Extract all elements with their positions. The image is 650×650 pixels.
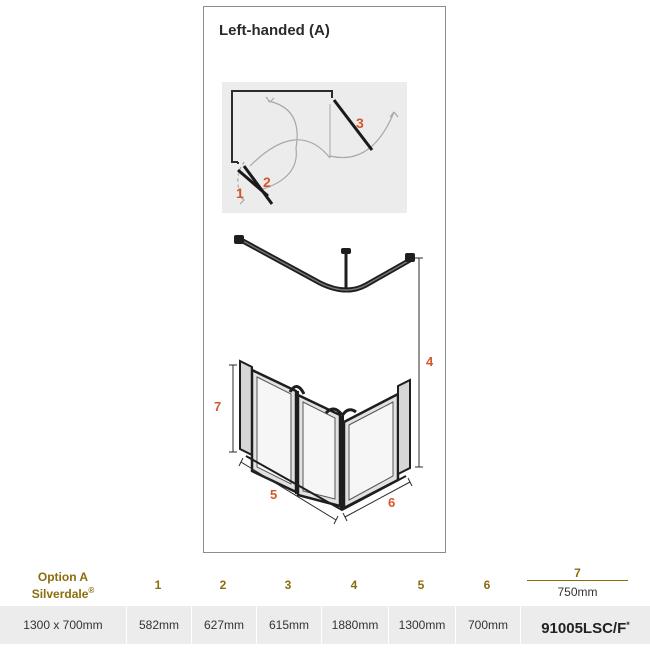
door-panel-c-glass (348, 401, 394, 501)
cell-3: 615mm (256, 606, 321, 644)
rail-end-left (234, 235, 244, 244)
option-line2: Silverdale (31, 587, 89, 601)
left-wall-post (239, 359, 253, 457)
arrow-head-3 (389, 111, 399, 118)
plan-label-2: 2 (263, 174, 271, 190)
header-7-subvalue: 750mm (557, 585, 598, 599)
door-panel-b-glass (302, 401, 336, 500)
swing-arc-2b (267, 100, 298, 149)
door-swing-plan: 1 2 3 (231, 90, 399, 205)
half-height-doors: 7 5 6 (214, 359, 413, 525)
arrow-head-1 (265, 96, 275, 103)
dim-label-7: 7 (214, 399, 221, 414)
swing-arc-2c (259, 147, 297, 191)
header-7: 7 (574, 566, 581, 580)
hinge-cap-1 (288, 385, 306, 395)
swing-arc-1 (237, 159, 247, 200)
spec-table: Option A Silverdale® 1 2 3 4 5 6 7 750mm… (0, 566, 650, 650)
shower-diagram: 1 2 3 4 (214, 90, 434, 525)
arrow-head-0 (239, 195, 245, 205)
cell-5: 1300mm (388, 606, 455, 644)
right-wall-post (397, 378, 411, 476)
table-row (0, 606, 650, 644)
rail-tube (238, 237, 413, 293)
door-swing-plan-background (222, 82, 407, 213)
tray-outline (231, 90, 333, 163)
cell-1: 582mm (126, 606, 191, 644)
header-5: 5 (417, 578, 425, 592)
registered-mark: ® (88, 586, 95, 595)
dim-label-5: 5 (270, 487, 277, 502)
header-7-divider (527, 580, 628, 581)
rail-end-right (405, 253, 415, 262)
door-leaf-3 (332, 99, 374, 151)
hinge-cap-2 (324, 407, 344, 416)
door-leaf-2 (242, 165, 274, 205)
hinge-cap-3 (340, 408, 357, 417)
rail-ceiling-plate (341, 248, 351, 254)
plan-label-1: 1 (236, 185, 244, 201)
tray-base (245, 455, 407, 512)
header-4: 4 (350, 578, 358, 592)
option-title: Option A Silverdale® (18, 570, 108, 601)
cell-2: 627mm (191, 606, 256, 644)
product-code: 91005LSC/F (541, 620, 627, 637)
header-1: 1 (154, 578, 162, 592)
cell-4: 1880mm (321, 606, 388, 644)
header-6: 6 (483, 578, 491, 592)
door-panel-a-glass (256, 376, 292, 485)
cell-product-code: 91005LSC/F* (520, 606, 650, 644)
option-line1: Option A (37, 570, 89, 584)
plan-label-3: 3 (356, 115, 364, 131)
header-2: 2 (219, 578, 227, 592)
rail-highlight (240, 239, 411, 291)
dim-label-6: 6 (388, 495, 395, 510)
dim-line-5 (240, 461, 337, 521)
cell-6: 700mm (455, 606, 520, 644)
dim-line-6 (344, 481, 411, 518)
cell-size: 1300 x 700mm (23, 618, 103, 632)
dim-label-4: 4 (426, 354, 434, 369)
panel-title: Left-handed (A) (219, 22, 330, 39)
product-code-sup: * (626, 620, 630, 630)
swing-arc-3 (329, 111, 395, 159)
curtain-rail: 4 (234, 235, 434, 468)
swing-arc-2 (249, 139, 331, 167)
header-3: 3 (284, 578, 292, 592)
